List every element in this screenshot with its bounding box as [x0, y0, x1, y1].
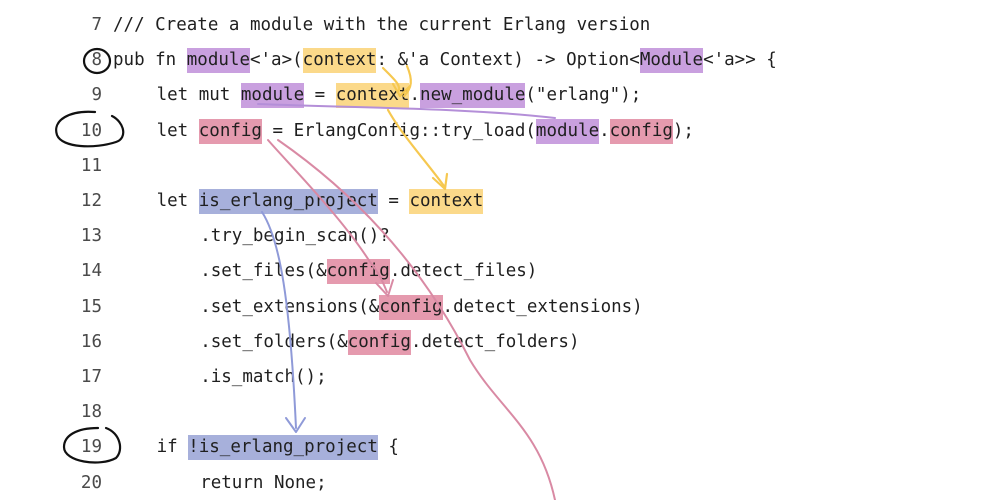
code-token: let: [156, 120, 199, 141]
line-number: 9: [91, 85, 102, 106]
code-token: .detect_files): [389, 261, 538, 282]
code-token: ("erlang");: [525, 85, 642, 106]
code-text: return None;: [113, 470, 327, 496]
line-number: 19: [80, 437, 102, 458]
code-token: : &'a Context) -> Option<: [376, 50, 640, 71]
code-token: let mut: [156, 85, 241, 106]
line-number: 7: [91, 15, 102, 35]
code-token: return None;: [200, 472, 327, 493]
code-token: .detect_folders): [410, 331, 580, 352]
code-text: let is_erlang_project = context: [113, 188, 484, 214]
line-number: 13: [80, 226, 102, 247]
line-number: 8: [91, 50, 102, 71]
code-text: .is_match();: [113, 364, 327, 390]
code-token: .: [409, 85, 421, 106]
code-token: {: [377, 437, 399, 458]
highlighted-token: context: [409, 189, 484, 214]
code-token: .set_extensions(&: [200, 296, 380, 317]
code-text: if !is_erlang_project {: [113, 434, 399, 461]
code-token: .detect_extensions): [442, 296, 643, 317]
code-token: .try_begin_scan()?: [200, 226, 390, 247]
highlighted-token: config: [379, 294, 443, 320]
code-token: /// Create a module with the current Erl…: [113, 15, 651, 35]
highlighted-token: config: [609, 118, 673, 144]
line-number: 10: [80, 120, 102, 141]
code-text: let config = ErlangConfig::try_load(modu…: [113, 118, 694, 144]
code-text: /// Create a module with the current Erl…: [113, 12, 650, 38]
code-token: <'a>(: [249, 50, 303, 71]
line-number: 16: [80, 331, 102, 352]
code-text: let mut module = context.new_module("erl…: [113, 82, 642, 109]
code-token: .set_folders(&: [200, 331, 348, 352]
code-token: .: [599, 120, 610, 141]
highlighted-token: context: [302, 48, 377, 74]
code-token: if: [156, 437, 189, 458]
highlighted-token: module: [240, 83, 305, 109]
highlighted-token: config: [198, 118, 262, 144]
code-token: =: [304, 85, 336, 106]
line-number: 15: [80, 296, 102, 317]
code-text: .set_folders(&config.detect_folders): [113, 329, 580, 355]
highlighted-token: new_module: [420, 83, 526, 109]
code-token: pub fn: [113, 50, 187, 71]
line-number: 18: [80, 402, 102, 423]
code-token: .set_files(&: [200, 261, 327, 282]
code-text: .set_files(&config.detect_files): [113, 258, 538, 285]
line-number: 17: [80, 367, 102, 387]
code-text: .try_begin_scan()?: [113, 223, 390, 249]
highlighted-token: module: [186, 48, 250, 74]
highlighted-token: config: [347, 329, 411, 355]
code-text: .set_extensions(&config.detect_extension…: [113, 294, 643, 320]
code-token: .is_match();: [200, 367, 327, 387]
highlighted-token: Module: [639, 48, 704, 74]
line-number: 20: [80, 472, 102, 493]
highlighted-token: !is_erlang_project: [188, 435, 378, 461]
code-token: =: [377, 191, 410, 211]
code-token: <'a>> {: [703, 50, 777, 71]
highlighted-token: is_erlang_project: [198, 189, 378, 214]
code-token: );: [672, 120, 694, 141]
line-number: 11: [80, 155, 102, 176]
highlighted-token: context: [335, 83, 410, 109]
code-token: = ErlangConfig::try_load(: [261, 120, 536, 141]
highlighted-token: config: [326, 259, 390, 285]
line-number: 12: [80, 191, 102, 211]
line-number: 14: [80, 261, 102, 282]
code-token: let: [156, 191, 199, 211]
code-text: pub fn module<'a>(context: &'a Context) …: [113, 47, 777, 74]
highlighted-token: module: [535, 118, 600, 144]
